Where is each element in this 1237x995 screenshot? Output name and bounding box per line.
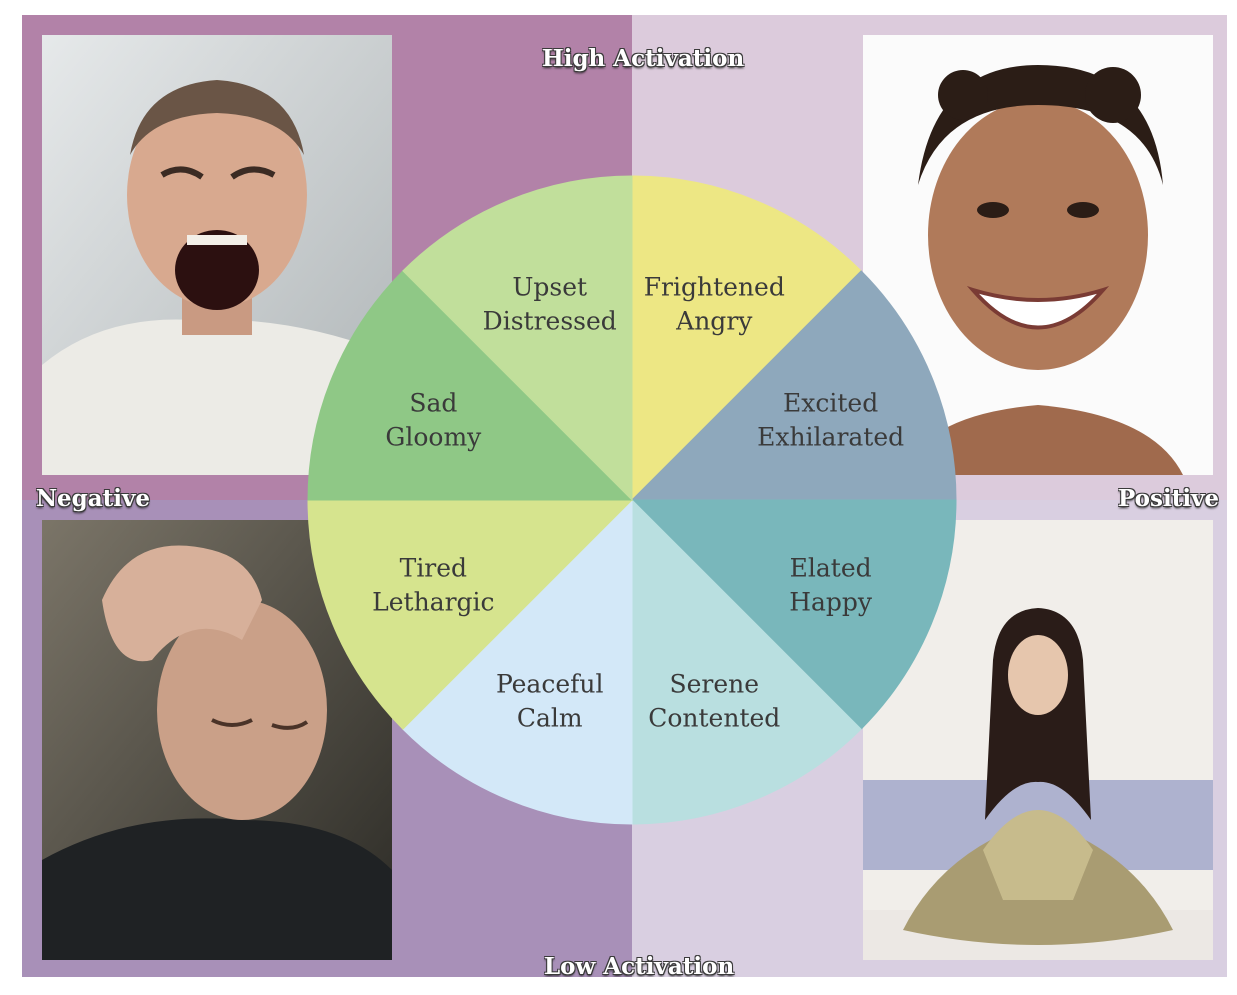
- wheel-segment-upset: [402, 175, 633, 502]
- segment-label-line2: Exhilarated: [757, 423, 904, 452]
- wheel-segment-serene: [631, 498, 862, 825]
- wheel-segment-frightened: [631, 175, 862, 502]
- segment-label-line2: Gloomy: [385, 423, 482, 452]
- segment-label-line1: Frightened: [644, 272, 785, 301]
- segment-label-line1: Elated: [790, 553, 872, 582]
- wheel-segment-excited: [630, 270, 957, 501]
- segment-label-line1: Excited: [783, 389, 878, 418]
- segment-label-line2: Calm: [517, 704, 583, 733]
- segment-label-line2: Contented: [648, 704, 780, 733]
- segment-label-line1: Upset: [512, 272, 587, 301]
- segment-label-line2: Angry: [675, 306, 753, 335]
- negative-label: Negative: [36, 485, 151, 512]
- segment-label-line1: Tired: [400, 553, 467, 582]
- wheel-segment-elated: [630, 499, 957, 730]
- segment-label-line1: Sad: [409, 389, 457, 418]
- low-activation-label: Low Activation: [544, 953, 735, 977]
- segment-label-line2: Lethargic: [372, 587, 494, 616]
- segment-label-line1: Serene: [669, 670, 759, 699]
- wheel-segment-sad: [307, 270, 634, 501]
- wheel-segment-peaceful: [402, 498, 633, 825]
- segment-label-line2: Distressed: [483, 306, 617, 335]
- segment-label-line2: Happy: [789, 587, 873, 616]
- wheel-segment-tired: [307, 499, 634, 730]
- high-activation-label: High Activation: [542, 45, 745, 72]
- segment-label-line1: Peaceful: [496, 670, 604, 699]
- positive-label: Positive: [1118, 485, 1220, 512]
